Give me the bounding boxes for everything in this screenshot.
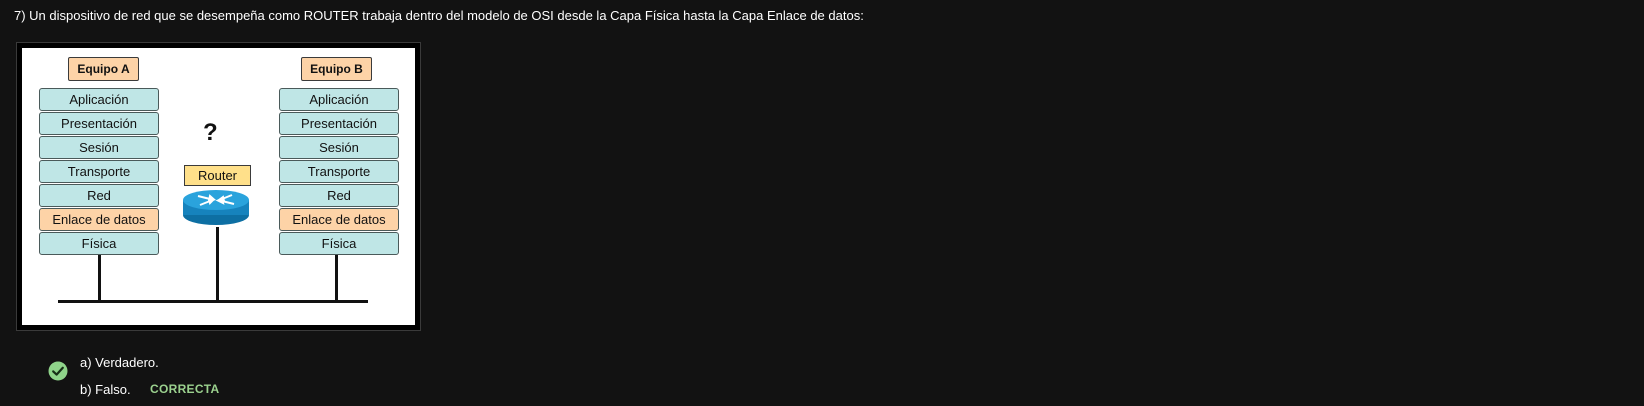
- layer-b-red: Red: [279, 184, 399, 207]
- layer-a-fisica: Física: [39, 232, 159, 255]
- layer-a-aplicacion: Aplicación: [39, 88, 159, 111]
- option-a[interactable]: a) Verdadero.: [80, 355, 159, 370]
- network-bus: [58, 300, 368, 303]
- layer-a-presentacion: Presentación: [39, 112, 159, 135]
- question-text: 7) Un dispositivo de red que se desempeñ…: [14, 8, 864, 23]
- layer-b-aplicacion: Aplicación: [279, 88, 399, 111]
- wire-a: [98, 255, 101, 302]
- equipo-a-label: Equipo A: [68, 57, 139, 81]
- question-mark: ?: [203, 119, 218, 146]
- figure-canvas: Equipo A Equipo B Aplicación Presentació…: [22, 48, 415, 325]
- layer-b-presentacion: Presentación: [279, 112, 399, 135]
- router-icon: [183, 190, 249, 225]
- wire-router: [216, 227, 219, 302]
- router-label: Router: [184, 165, 251, 186]
- layer-a-enlace: Enlace de datos: [39, 208, 159, 231]
- osi-router-figure: Equipo A Equipo B Aplicación Presentació…: [16, 42, 421, 331]
- layer-b-sesion: Sesión: [279, 136, 399, 159]
- correct-badge: CORRECTA: [150, 382, 220, 396]
- wire-b: [335, 255, 338, 302]
- layer-b-fisica: Física: [279, 232, 399, 255]
- check-circle-icon: [48, 361, 68, 381]
- layer-b-enlace: Enlace de datos: [279, 208, 399, 231]
- layer-a-transporte: Transporte: [39, 160, 159, 183]
- equipo-b-label: Equipo B: [301, 57, 372, 81]
- layer-a-sesion: Sesión: [39, 136, 159, 159]
- option-b[interactable]: b) Falso.: [80, 382, 131, 397]
- layer-a-red: Red: [39, 184, 159, 207]
- layer-b-transporte: Transporte: [279, 160, 399, 183]
